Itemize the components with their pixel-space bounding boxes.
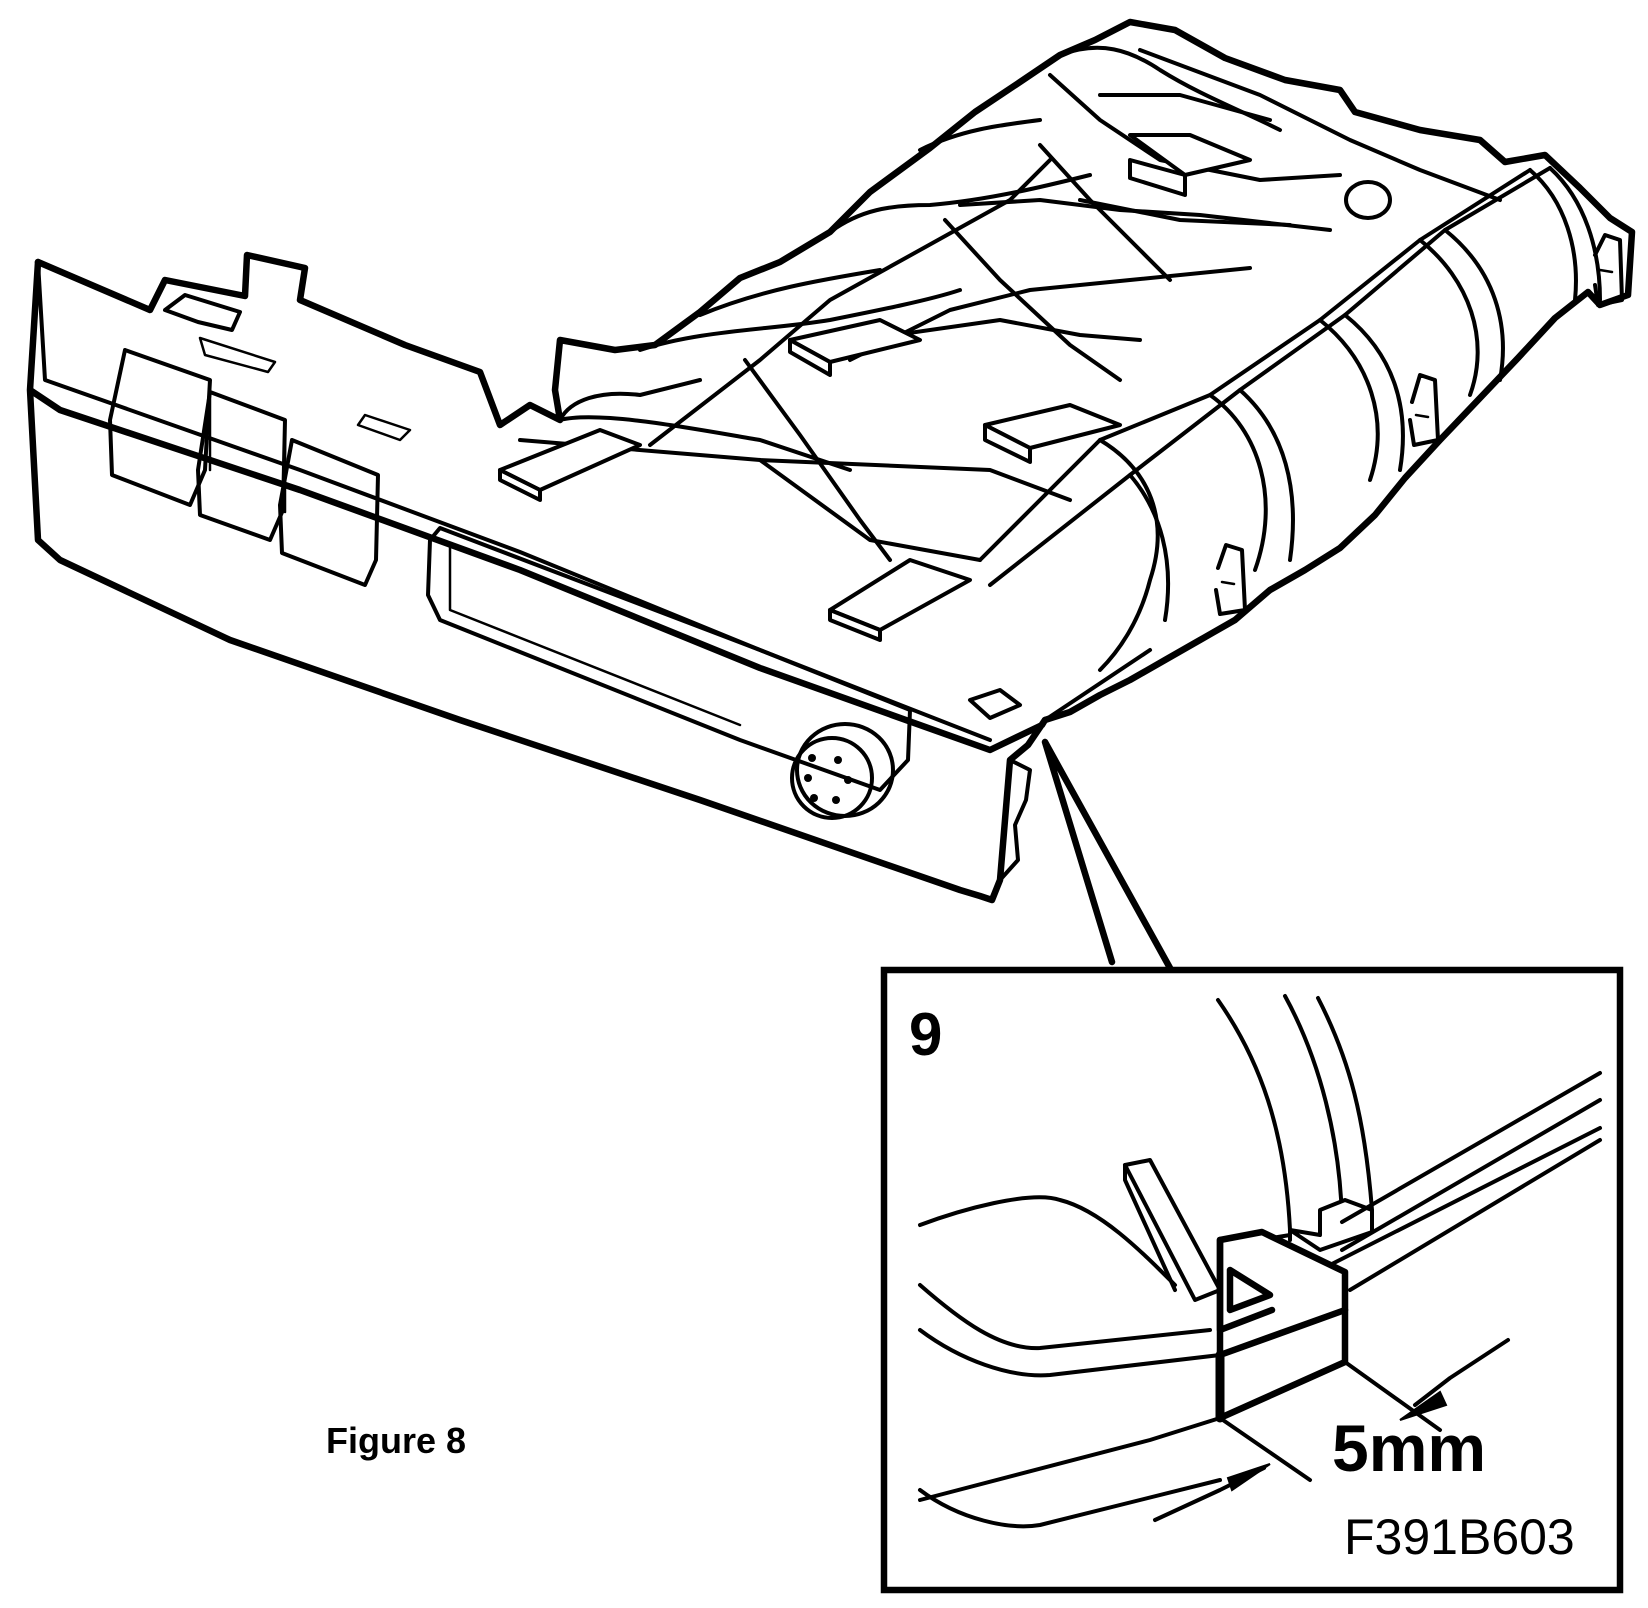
button-recess-1 xyxy=(108,348,212,507)
side-clips xyxy=(1214,233,1624,616)
dashboard-panel-drawing xyxy=(26,18,1636,972)
barrel-ribs xyxy=(558,45,1602,722)
left-tab-1 xyxy=(163,293,242,332)
dimension-5mm xyxy=(1153,1338,1510,1522)
detail-view-9 xyxy=(880,966,1624,1594)
drawing-code: F391B603 xyxy=(1344,1509,1575,1565)
round-connector xyxy=(790,722,895,820)
mounting-pads xyxy=(498,133,1252,720)
detail-leader-lines xyxy=(1041,738,1174,972)
housing-outline xyxy=(34,18,1636,724)
display-recess xyxy=(426,526,912,792)
detail-number-label: 9 xyxy=(909,1001,943,1068)
figure-caption: Figure 8 xyxy=(326,1420,467,1461)
fascia-side-edge xyxy=(998,758,1032,882)
dimension-label: 5mm xyxy=(1332,1411,1487,1485)
mounting-hole xyxy=(1344,180,1392,220)
housing-ribs xyxy=(518,48,1502,562)
button-recess-3 xyxy=(278,438,380,587)
